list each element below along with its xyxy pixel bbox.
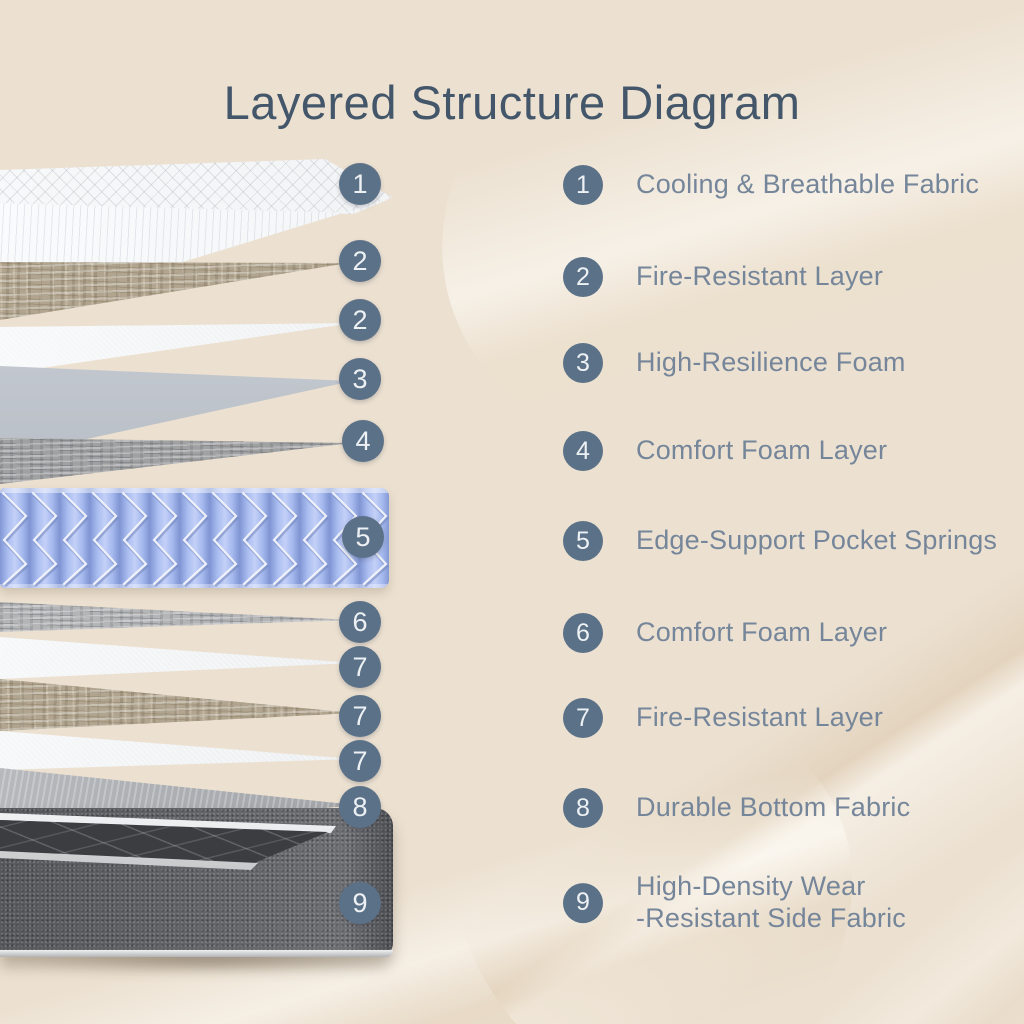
- layer-badge-1: 1: [339, 163, 381, 205]
- layer-side-fabric-box: [0, 808, 393, 957]
- layer-badge-2: 2: [339, 240, 381, 282]
- layer-badge-7c: 7: [339, 740, 381, 782]
- legend-item-label: High-Resilience Foam: [636, 347, 906, 378]
- legend-item-8: 8 Durable Bottom Fabric: [563, 788, 1003, 828]
- layer-badge-3: 3: [339, 358, 381, 400]
- layer-badge-4: 4: [342, 420, 384, 462]
- legend-item-3: 3 High-Resilience Foam: [563, 343, 1003, 383]
- layer-badge-7b: 7: [339, 695, 381, 737]
- legend-item-label: Cooling & Breathable Fabric: [636, 169, 980, 200]
- legend-number-badge: 6: [563, 613, 603, 653]
- layer-badge-9: 9: [339, 882, 381, 924]
- layer-pocket-springs: [0, 488, 389, 588]
- legend-number-badge: 3: [563, 343, 603, 383]
- legend-item-label: Fire-Resistant Layer: [636, 702, 884, 733]
- legend-item-9: 9 High-Density Wear -Resistant Side Fabr…: [563, 871, 1003, 935]
- legend-item-2: 2 Fire-Resistant Layer: [563, 257, 1003, 297]
- layer-badge-8: 8: [339, 786, 381, 828]
- legend-item-7: 7 Fire-Resistant Layer: [563, 698, 1003, 738]
- legend-number-badge: 9: [563, 883, 603, 923]
- legend-item-1: 1 Cooling & Breathable Fabric: [563, 165, 1003, 205]
- legend-item-label: Durable Bottom Fabric: [636, 792, 911, 823]
- legend-number-badge: 4: [563, 431, 603, 471]
- legend-number-badge: 7: [563, 698, 603, 738]
- layer-badge-6: 6: [339, 601, 381, 643]
- legend-item-label: Comfort Foam Layer: [636, 617, 888, 648]
- layer-badge-7: 7: [339, 646, 381, 688]
- layer-badge-2b: 2: [339, 299, 381, 341]
- legend-number-badge: 1: [563, 165, 603, 205]
- legend-item-label: Comfort Foam Layer: [636, 435, 888, 466]
- box-piping: [0, 950, 393, 957]
- legend-item-label: High-Density Wear -Resistant Side Fabric: [636, 871, 906, 933]
- legend-number-badge: 2: [563, 257, 603, 297]
- legend-item-6: 6 Comfort Foam Layer: [563, 613, 1003, 653]
- legend-item-label: Fire-Resistant Layer: [636, 261, 884, 292]
- legend-number-badge: 8: [563, 788, 603, 828]
- legend-item-5: 5 Edge-Support Pocket Springs: [563, 521, 1003, 561]
- legend-item-4: 4 Comfort Foam Layer: [563, 431, 1003, 471]
- page-title: Layered Structure Diagram: [223, 76, 801, 130]
- box-quilted-top: [0, 820, 328, 864]
- layer-badge-5: 5: [342, 516, 384, 558]
- legend-number-badge: 5: [563, 521, 603, 561]
- legend-item-label: Edge-Support Pocket Springs: [636, 525, 998, 556]
